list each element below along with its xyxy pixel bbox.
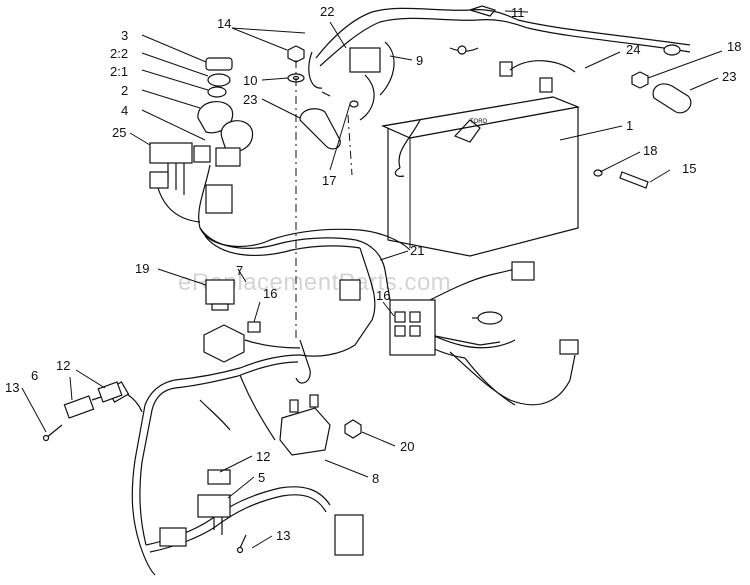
callout-12a: 12	[56, 358, 70, 373]
callout-7: 7	[236, 263, 243, 278]
callout-16a: 16	[263, 286, 277, 301]
callout-18a: 18	[727, 39, 741, 54]
callout-24: 24	[626, 42, 640, 57]
starter-solenoid	[279, 394, 331, 456]
callout-15: 18	[643, 143, 657, 158]
battery-cables	[308, 5, 691, 121]
callout-23a: 23	[243, 92, 257, 107]
callout-23b: 23	[722, 69, 736, 84]
callout-21: 21	[410, 243, 424, 258]
callout-3: 3	[121, 28, 128, 43]
callout-10: 10	[243, 73, 257, 88]
svg-text:TORO: TORO	[470, 119, 488, 125]
callout-6: 6	[31, 368, 38, 383]
callout-4: 4	[121, 103, 128, 118]
callout-2-1: 2:1	[110, 64, 128, 79]
callout-18b: 17	[322, 173, 336, 188]
terminal-parts-right	[593, 71, 692, 189]
connector-left	[42, 381, 123, 442]
callout-5: 5	[258, 470, 265, 485]
battery: TORO	[380, 60, 581, 257]
connector-block	[203, 321, 261, 363]
fuse-block	[339, 279, 436, 356]
battery-hold-down	[394, 119, 481, 177]
callout-14: 14	[217, 16, 231, 31]
callout-16b: 16	[376, 288, 390, 303]
callout-9: 9	[416, 53, 423, 68]
callout-25: 25	[112, 125, 126, 140]
callout-13b: 13	[276, 528, 290, 543]
bolt	[344, 419, 362, 439]
leader-lines	[21, 10, 723, 549]
callout-2-2: 2:2	[110, 46, 128, 61]
relay	[205, 279, 235, 311]
callout-22: 22	[320, 4, 334, 19]
callout-1: 1	[626, 118, 633, 133]
callout-2: 2	[121, 83, 128, 98]
callout-8: 8	[372, 471, 379, 486]
callout-17: 15	[682, 161, 696, 176]
terminal-bolt-and-washer	[287, 45, 359, 150]
callout-labels: 14 22 11 3 2:2 2:1 2 4 25 10 23 9 24 18 …	[5, 4, 741, 543]
callout-20: 20	[400, 439, 414, 454]
ignition-switch-group	[149, 57, 411, 251]
callout-19: 19	[135, 261, 149, 276]
callout-11: 11	[511, 5, 525, 20]
callout-12b: 12	[256, 449, 270, 464]
callout-13a: 13	[5, 380, 19, 395]
connector-bottom	[159, 469, 247, 554]
